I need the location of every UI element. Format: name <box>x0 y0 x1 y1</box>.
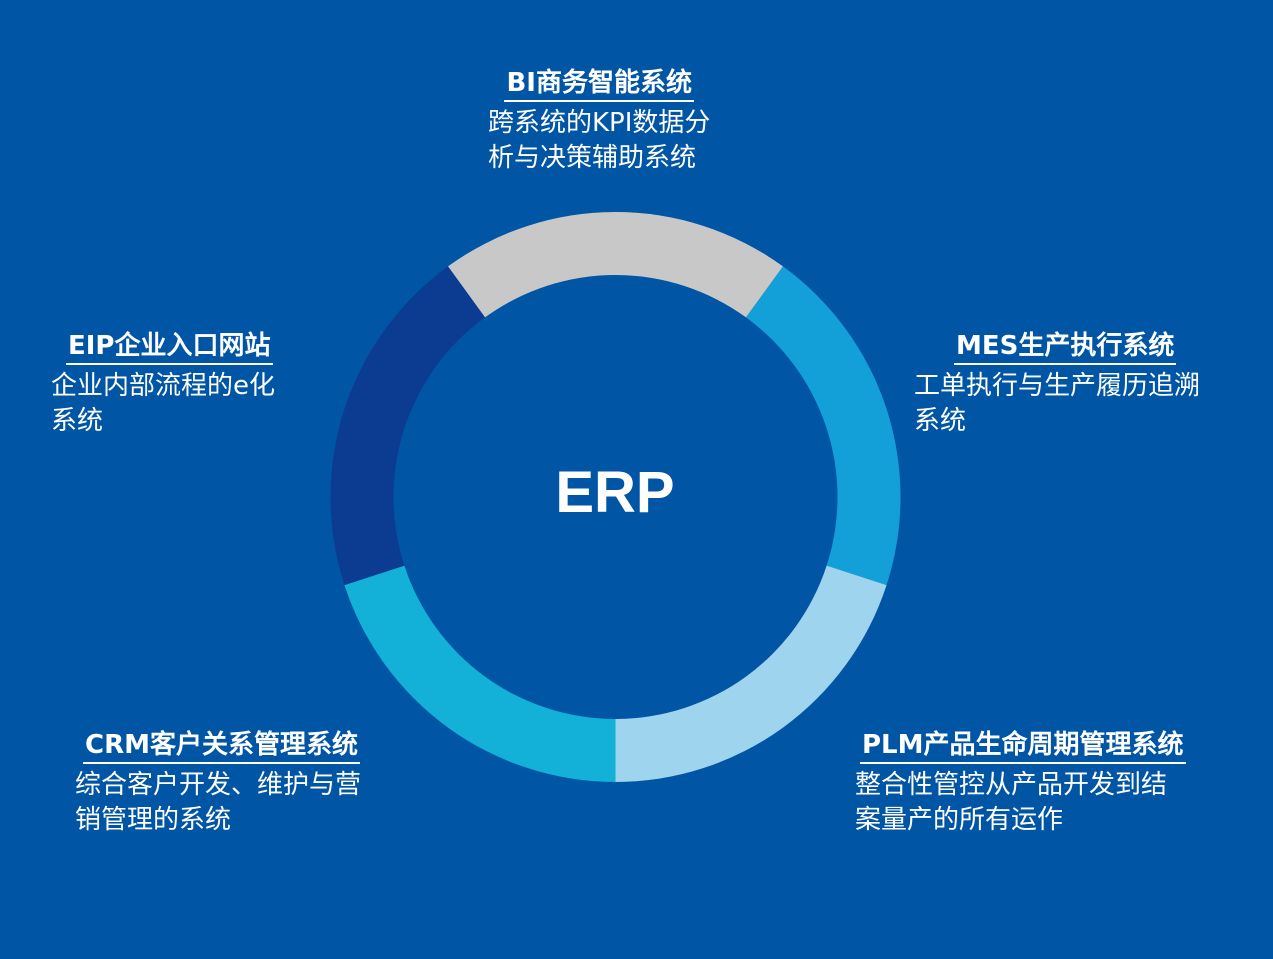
module-bi: BI商务智能系统 跨系统的KPI数据分析与决策辅助系统 <box>488 66 710 176</box>
module-desc-line: 析与决策辅助系统 <box>488 143 697 173</box>
module-desc-line: 销管理的系统 <box>75 805 232 835</box>
module-title[interactable]: BI商务智能系统 <box>504 66 694 102</box>
module-mes: MES生产执行系统 工单执行与生产履历追溯系统 <box>914 329 1200 439</box>
ring-segment-eip <box>330 266 486 586</box>
module-desc-line: 案量产的所有运作 <box>855 805 1064 835</box>
erp-center-label: ERP <box>555 460 675 525</box>
module-desc-line: 系统 <box>914 406 967 436</box>
module-desc-line: 综合客户开发、维护与营 <box>75 770 362 800</box>
ring-segment-crm <box>344 565 616 783</box>
module-desc-line: 跨系统的KPI数据分 <box>488 108 711 138</box>
module-eip: EIP企业入口网站 企业内部流程的e化系统 <box>51 329 275 439</box>
module-title[interactable]: EIP企业入口网站 <box>66 329 273 365</box>
ring-segment-plm <box>615 565 887 782</box>
module-plm: PLM产品生命周期管理系统 整合性管控从产品开发到结案量产的所有运作 <box>855 728 1186 838</box>
module-title[interactable]: CRM客户关系管理系统 <box>83 728 360 764</box>
module-desc-line: 整合性管控从产品开发到结 <box>855 770 1168 800</box>
module-desc-line: 企业内部流程的e化 <box>51 371 275 401</box>
module-crm: CRM客户关系管理系统 综合客户开发、维护与营销管理的系统 <box>75 728 361 838</box>
module-title[interactable]: PLM产品生命周期管理系统 <box>860 728 1186 764</box>
ring-segment-bi <box>447 212 784 318</box>
module-title[interactable]: MES生产执行系统 <box>954 329 1177 365</box>
ring-segment-mes <box>745 266 901 586</box>
module-desc-line: 工单执行与生产履历追溯 <box>914 371 1201 401</box>
module-desc-line: 系统 <box>51 406 104 436</box>
